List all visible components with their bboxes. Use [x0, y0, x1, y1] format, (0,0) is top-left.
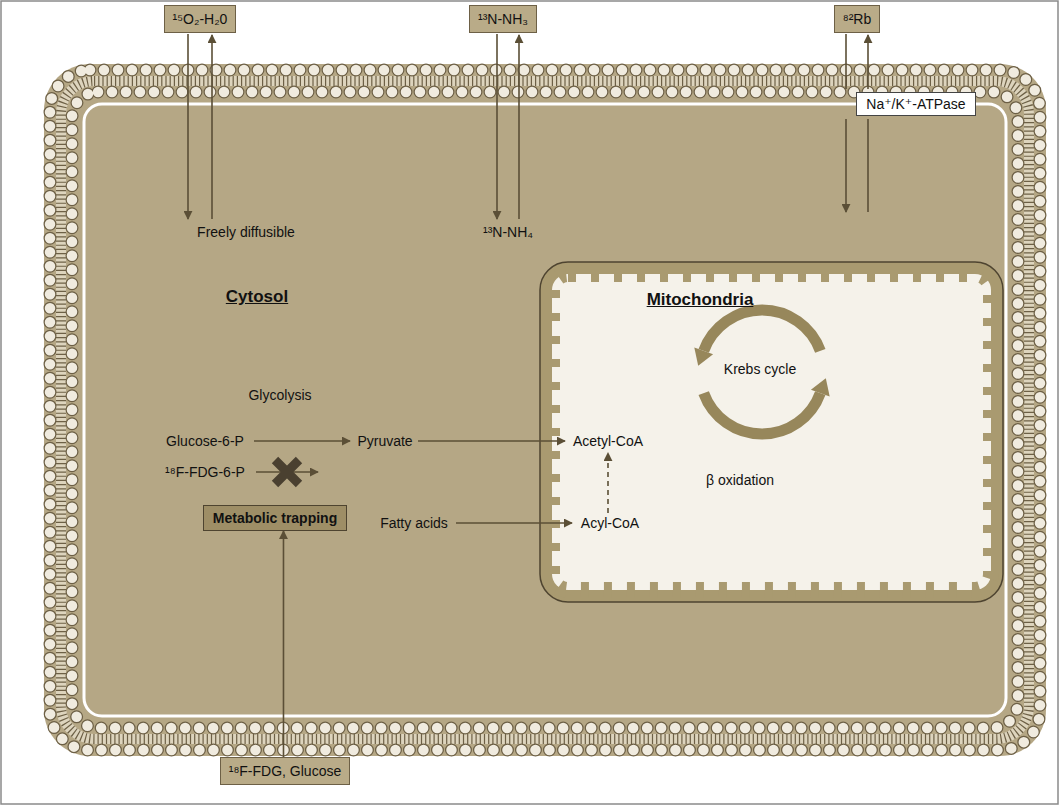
- pathway-label: Freely diffusible: [197, 224, 295, 240]
- lipid-tails: [61, 81, 1029, 739]
- pathway-label: ¹⁸F-FDG-6-P: [165, 464, 245, 480]
- box-label: ¹⁸F-FDG, Glucose: [229, 763, 341, 779]
- lipid-heads: [72, 92, 1018, 728]
- block-cross: [275, 460, 299, 484]
- mitochondrion-outer: [540, 262, 1003, 602]
- uptake-arrow: [845, 119, 847, 212]
- pathway-label: β oxidation: [706, 472, 774, 488]
- pathway-label: ¹³N-NH₄: [483, 224, 533, 240]
- uptake-arrow: [845, 34, 847, 89]
- box-label: ⁸²Rb: [843, 11, 871, 27]
- region-heading: Cytosol: [226, 287, 288, 307]
- cycle-arrowhead: [811, 378, 830, 396]
- region-heading: Mitochondria: [647, 290, 754, 310]
- pathway-arrow: [254, 440, 350, 442]
- membrane-line: [84, 104, 1006, 716]
- dashed-arrow: [607, 453, 609, 513]
- mitochondrion: MitochondriaKrebs cycleAcetyl-CoA β oxida…: [540, 262, 1003, 602]
- mitochondrion-matrix: [552, 274, 991, 590]
- tracer-box: ¹³N-NH₃: [469, 5, 537, 33]
- uptake-arrow: [496, 34, 498, 219]
- box-label: Metabolic trapping: [213, 510, 337, 526]
- cell: Cytosol Freely diffusible ¹³N-NH₄ Glycolysi…: [44, 64, 1046, 756]
- pathway-label: Acetyl-CoA: [573, 433, 643, 449]
- lipid-heads: [72, 92, 1018, 728]
- efflux-arrow: [867, 35, 869, 89]
- cycle-arrow: [704, 393, 821, 434]
- trapping-box: Metabolic trapping: [203, 505, 347, 531]
- cell-body: [44, 64, 1046, 756]
- pathway-label: Glucose-6-P: [166, 433, 244, 449]
- cycle-arrowhead: [694, 347, 713, 365]
- efflux-arrow: [867, 119, 869, 212]
- efflux-arrow: [518, 35, 520, 219]
- tracer-box: ¹⁸F-FDG, Glucose: [220, 757, 350, 785]
- tracer-box: ⁸²Rb: [834, 5, 880, 33]
- pathway-label: Acyl-CoA: [581, 515, 639, 531]
- connector: [283, 531, 285, 757]
- box-label: ¹³N-NH₃: [478, 11, 528, 27]
- tracer-box: ¹⁵O₂-H₂0: [164, 5, 237, 33]
- box-label: ¹⁵O₂-H₂0: [173, 11, 228, 27]
- efflux-arrow: [211, 35, 213, 219]
- pathway-label: Fatty acids: [380, 515, 448, 531]
- cycle-arrow: [704, 310, 821, 351]
- pathway-label: Glycolysis: [248, 387, 311, 403]
- lipid-heads: [50, 70, 1040, 750]
- lipid-heads: [50, 70, 1040, 750]
- pathway-label: Krebs cycle: [724, 361, 796, 377]
- pathway-arrow: [456, 522, 572, 524]
- pathway-arrow: [418, 440, 565, 442]
- lipid-tails: [61, 81, 1029, 739]
- transporter-box: Na⁺/K⁺-ATPase: [856, 92, 975, 116]
- cristae: [552, 274, 991, 590]
- uptake-arrow: [187, 34, 189, 219]
- pathway-label: Pyruvate: [357, 433, 412, 449]
- box-label: Na⁺/K⁺-ATPase: [866, 96, 965, 112]
